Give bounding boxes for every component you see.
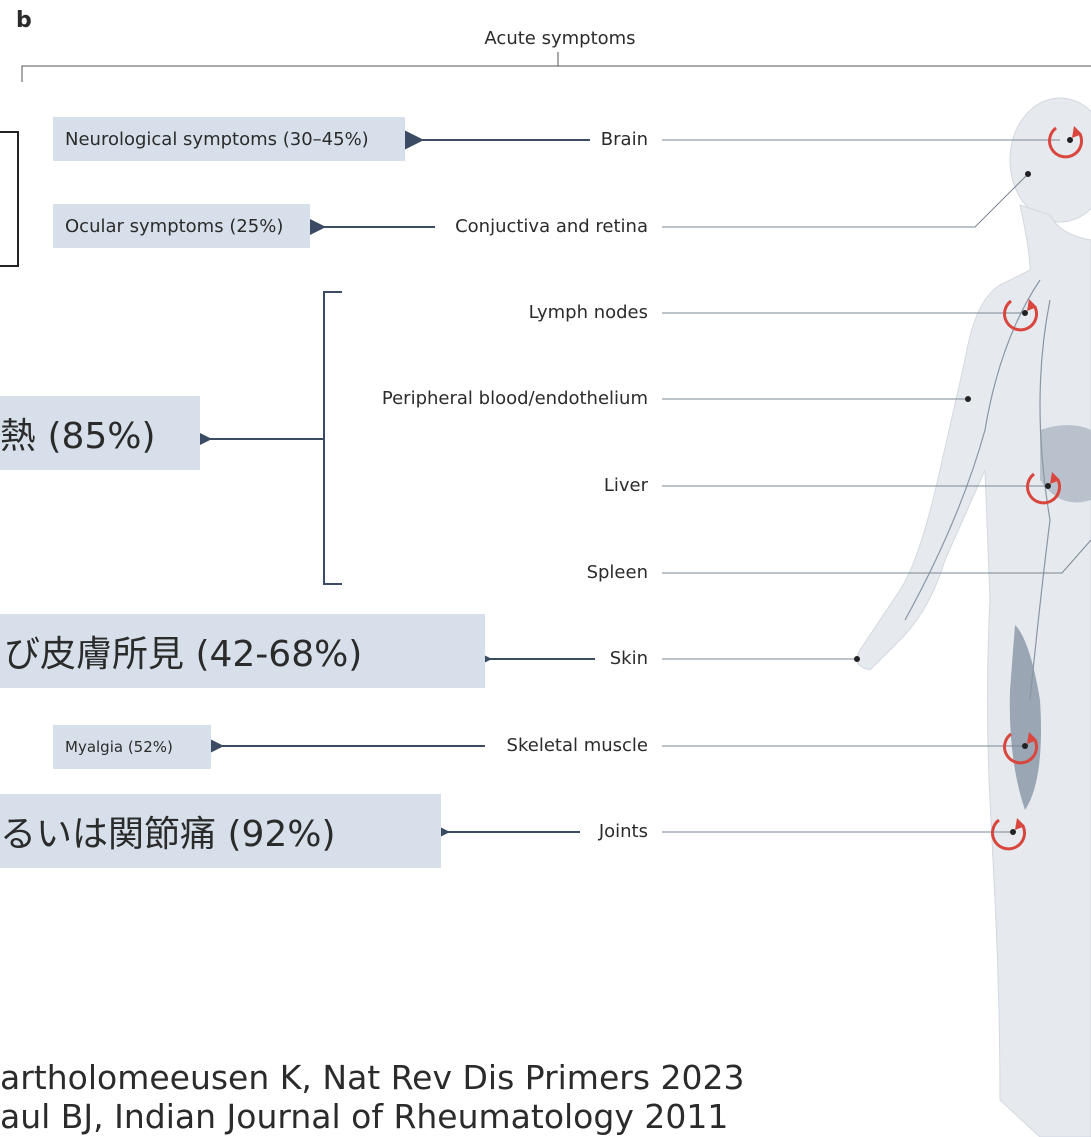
organ-skeletal-muscle: Skeletal muscle (507, 735, 648, 756)
symptom-neurological: Neurological symptoms (30–45%) (53, 117, 405, 161)
acute-symptoms-header: Acute symptoms (420, 28, 700, 49)
header-bracket (22, 52, 1091, 82)
organ-spleen: Spleen (587, 562, 648, 583)
organ-peripheral-blood: Peripheral blood/endothelium (382, 388, 648, 409)
symptom-ocular: Ocular symptoms (25%) (53, 204, 310, 248)
reference-1: artholomeeusen K, Nat Rev Dis Primers 20… (0, 1058, 744, 1097)
organ-brain: Brain (601, 129, 648, 150)
panel-label: b (16, 8, 32, 33)
symptom-fever: 熱 (85%) (0, 396, 200, 470)
cropped-box (0, 132, 18, 266)
organ-skin: Skin (610, 648, 648, 669)
bracket-systemic (324, 292, 342, 584)
symptom-joints: るいは関節痛 (92%) (0, 794, 441, 868)
organ-liver: Liver (604, 475, 648, 496)
reference-2: aul BJ, Indian Journal of Rheumatology 2… (0, 1097, 728, 1136)
body-silhouette (857, 98, 1091, 1137)
symptom-skin: び皮膚所見 (42-68%) (0, 614, 485, 688)
organ-joints: Joints (599, 821, 648, 842)
symptom-myalgia: Myalgia (52%) (53, 725, 211, 769)
organ-conjunctiva: Conjuctiva and retina (455, 216, 648, 237)
organ-lymph-nodes: Lymph nodes (529, 302, 648, 323)
